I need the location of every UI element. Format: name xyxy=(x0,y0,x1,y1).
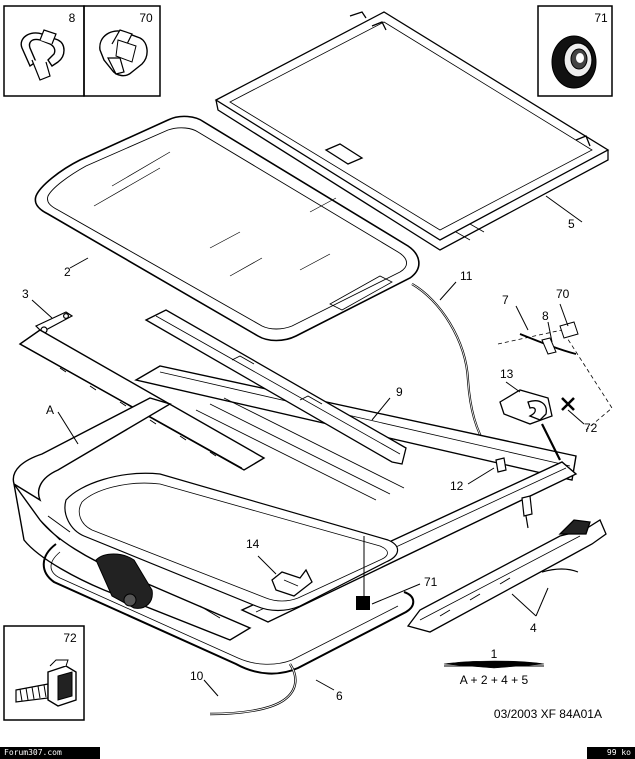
part-13-clip xyxy=(499,389,575,461)
callout-13: 13 xyxy=(500,367,514,381)
part-2-glass-panel xyxy=(34,115,420,342)
part-14-tab xyxy=(271,568,313,597)
footer-size-label: 99 ko xyxy=(587,747,635,759)
callout-A: A xyxy=(46,403,54,417)
inset-71-label: 71 xyxy=(594,11,608,25)
callout-7: 7 xyxy=(502,293,509,307)
part-12-clip xyxy=(495,457,533,529)
callout-9: 9 xyxy=(396,385,403,399)
part-5-sunshade xyxy=(214,11,610,251)
drawing-reference: 03/2003 XF 84A01A xyxy=(494,707,602,721)
leader-lines xyxy=(31,195,585,697)
inset-70-clip: 70 xyxy=(83,5,161,97)
footer-bar xyxy=(0,746,635,759)
callout-labels: 5 2 11 3 A 9 7 8 70 13 72 12 14 71 4 10 … xyxy=(22,217,598,703)
part-71-marker xyxy=(356,536,370,610)
callout-2: 2 xyxy=(64,265,71,279)
callout-4: 4 xyxy=(530,621,537,635)
part-6-seal xyxy=(42,543,415,675)
callout-11: 11 xyxy=(460,269,473,283)
callout-71: 71 xyxy=(424,575,438,589)
part-10-hose xyxy=(209,663,297,716)
footer-site-label: Forum307.com xyxy=(0,747,100,759)
callout-3: 3 xyxy=(22,287,29,301)
callout-72: 72 xyxy=(584,421,598,435)
callout-1: 1 xyxy=(491,647,498,661)
callout-70: 70 xyxy=(556,287,570,301)
part-7-seal-group xyxy=(497,321,613,431)
callout-5: 5 xyxy=(568,217,575,231)
formula-text: A + 2 + 4 + 5 xyxy=(460,673,529,687)
part-4-drive-motor xyxy=(406,519,607,633)
inset-8-clip: 8 xyxy=(3,5,85,97)
inset-8-label: 8 xyxy=(69,11,76,25)
callout-12: 12 xyxy=(450,479,464,493)
callout-8: 8 xyxy=(542,309,549,323)
part-3-bracket xyxy=(34,311,74,334)
inset-72-screw: 72 xyxy=(3,625,85,721)
inset-71-grommet: 71 xyxy=(537,5,613,97)
inset-70-label: 70 xyxy=(139,11,153,25)
callout-10: 10 xyxy=(190,669,204,683)
callout-14: 14 xyxy=(246,537,260,551)
callout-6: 6 xyxy=(336,689,343,703)
assembly-formula: 1 A + 2 + 4 + 5 xyxy=(443,647,545,687)
part-9-deflector xyxy=(144,309,407,465)
inset-72-label: 72 xyxy=(63,631,77,645)
